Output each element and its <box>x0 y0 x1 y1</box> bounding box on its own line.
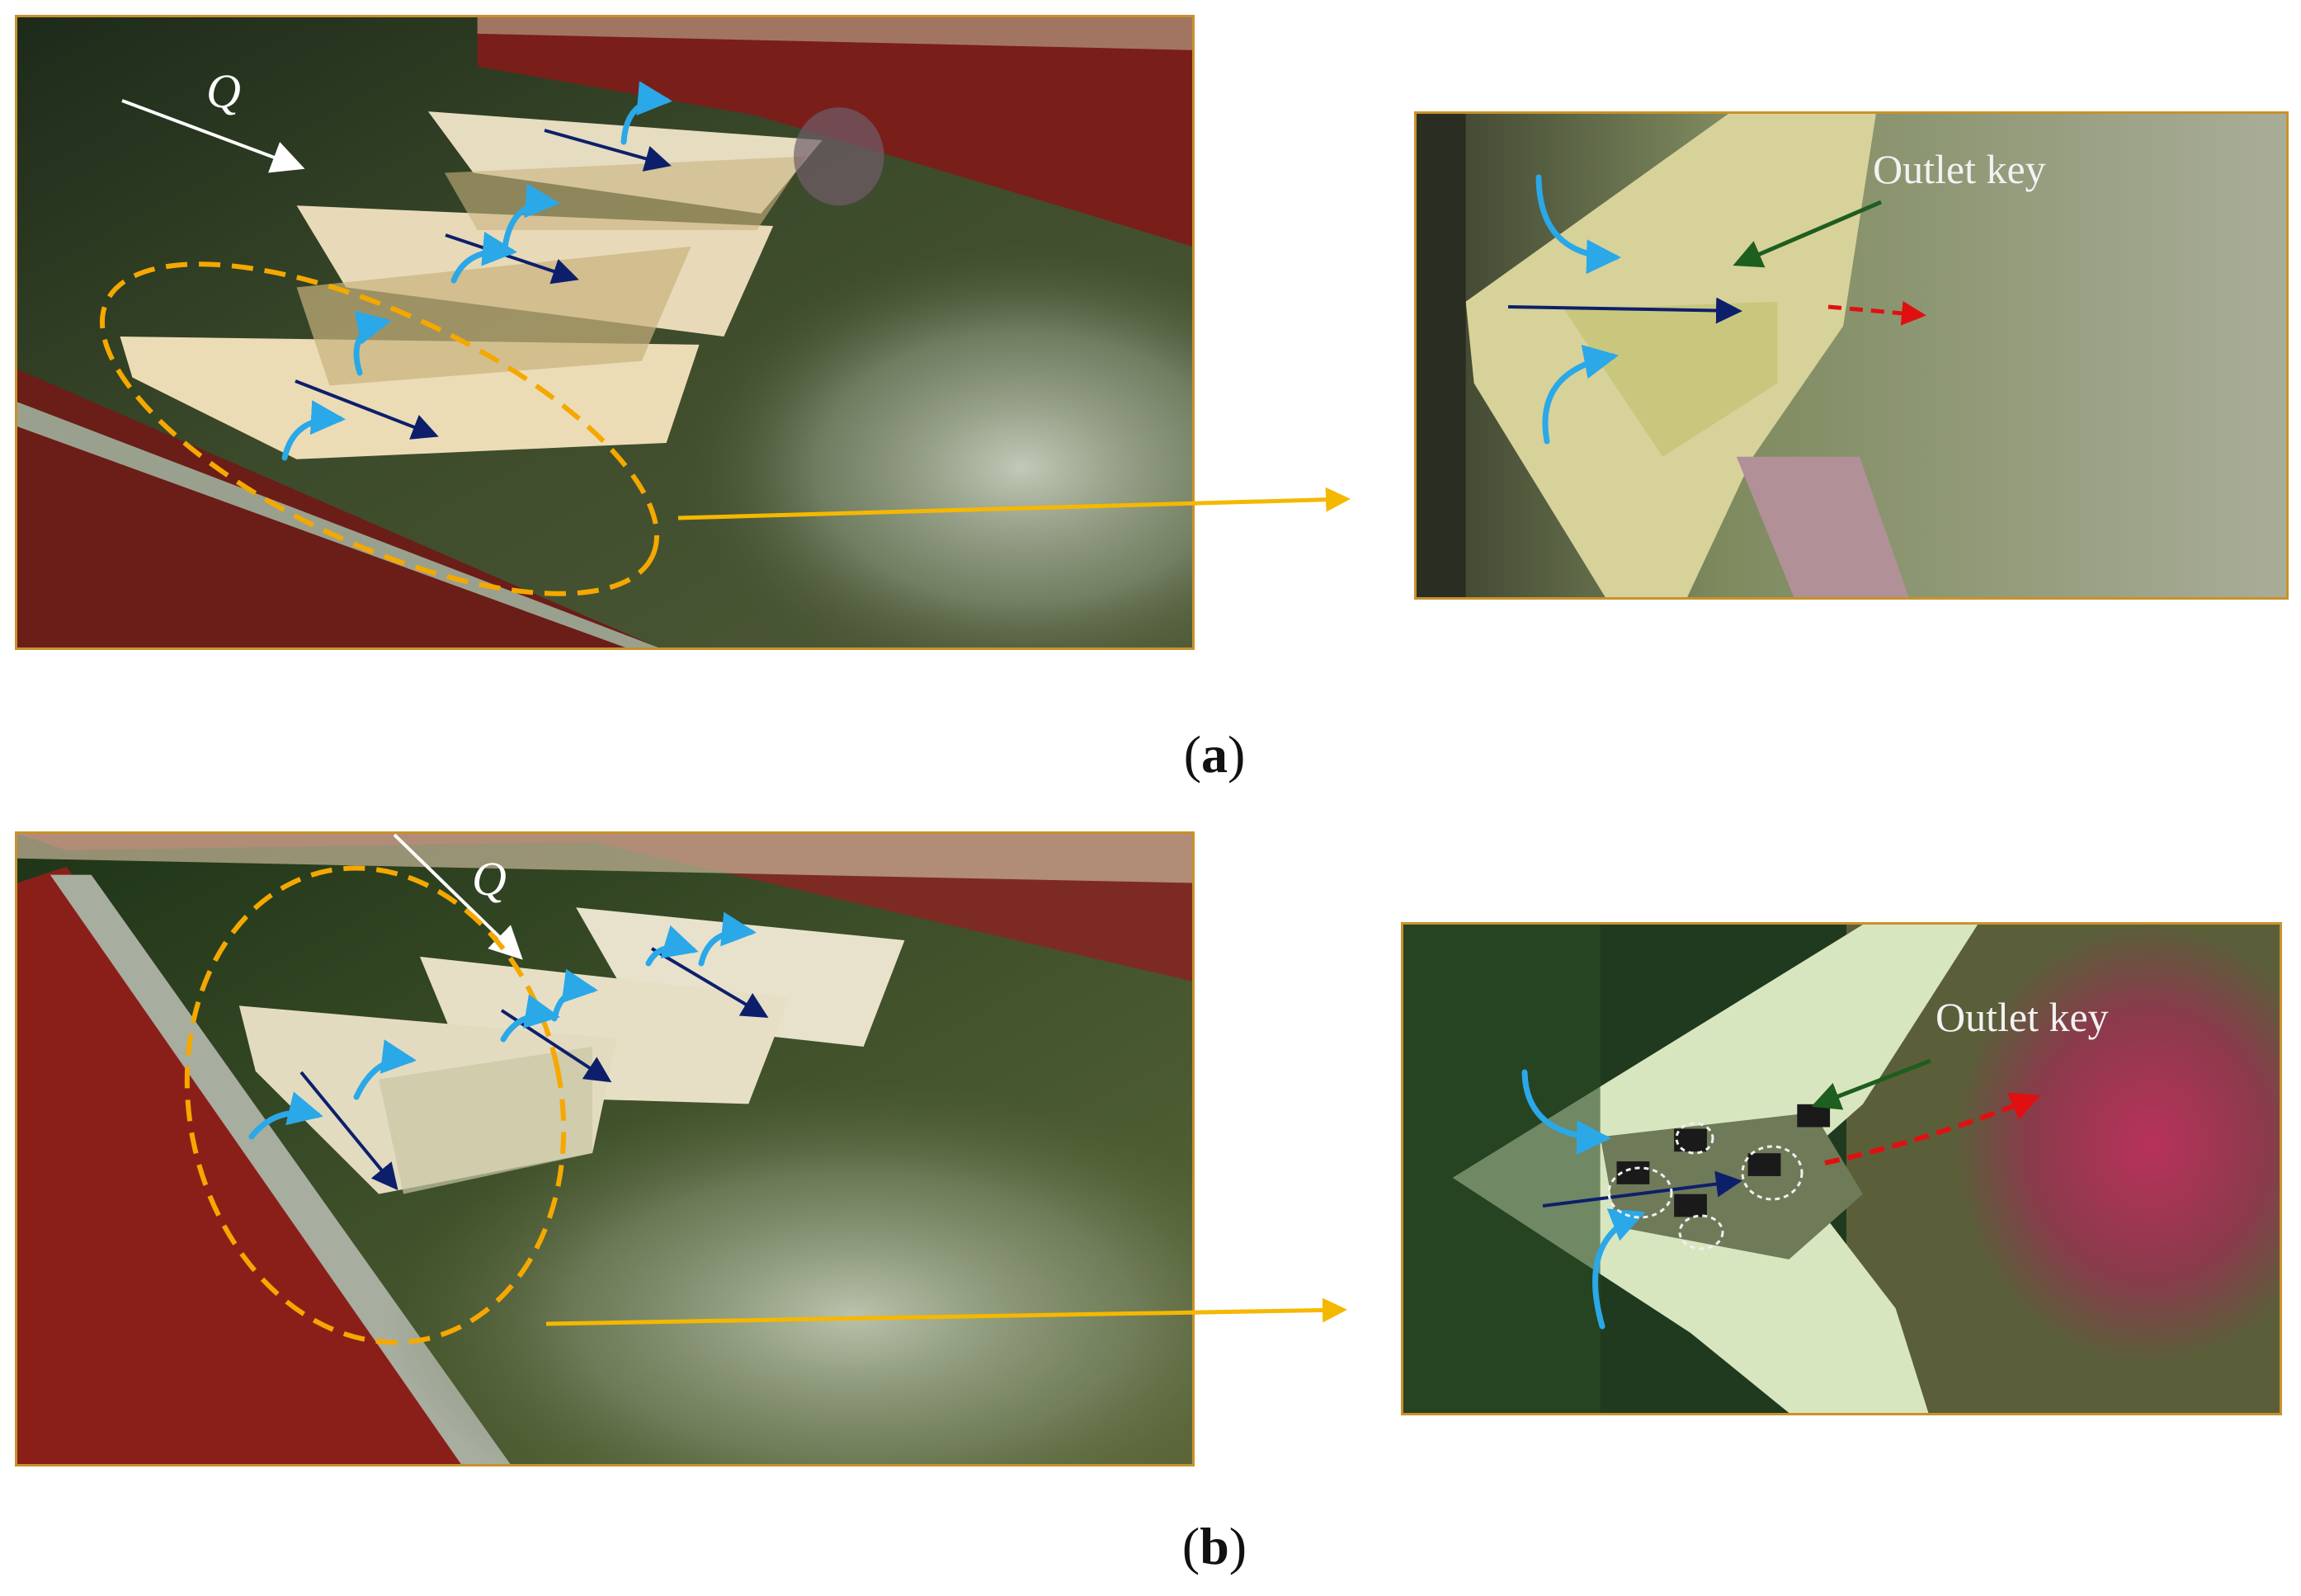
panel-b-main-scene <box>17 834 1192 1464</box>
adjacent-key-pink <box>1736 456 1909 597</box>
caption-b: (b) <box>1132 1516 1297 1577</box>
caption-b-letter: b <box>1200 1517 1229 1575</box>
outlet-key-jet <box>1563 301 1778 457</box>
caption-a-close: ) <box>1228 725 1246 784</box>
floor-hole-3 <box>1674 1193 1707 1217</box>
detail-wall <box>1417 114 1466 597</box>
floor-hole-1 <box>1616 1161 1650 1184</box>
panel-a-detail-photo <box>1414 111 2289 600</box>
panel-b-main-photo <box>15 831 1195 1467</box>
panel-a-main-scene <box>17 17 1192 647</box>
outlet-splash-1 <box>794 107 884 206</box>
caption-a: (a) <box>1132 724 1297 785</box>
caption-a-letter: a <box>1201 725 1228 784</box>
panel-a-main-photo <box>15 15 1195 650</box>
panel-b-detail-scene <box>1403 925 2280 1413</box>
panel-b-detail-photo <box>1401 922 2282 1415</box>
panel-a-detail-scene <box>1417 114 2286 597</box>
floor-hole-5 <box>1797 1104 1831 1128</box>
flume-rail-top <box>477 17 1192 50</box>
floor-hole-4 <box>1747 1153 1781 1176</box>
caption-b-close: ) <box>1228 1517 1247 1575</box>
caption-a-open: ( <box>1183 725 1201 784</box>
flume-rail-top <box>17 834 1192 883</box>
floor-hole-2 <box>1674 1128 1707 1152</box>
detail-shadow-left <box>1403 925 1601 1413</box>
caption-b-open: ( <box>1181 1517 1200 1575</box>
